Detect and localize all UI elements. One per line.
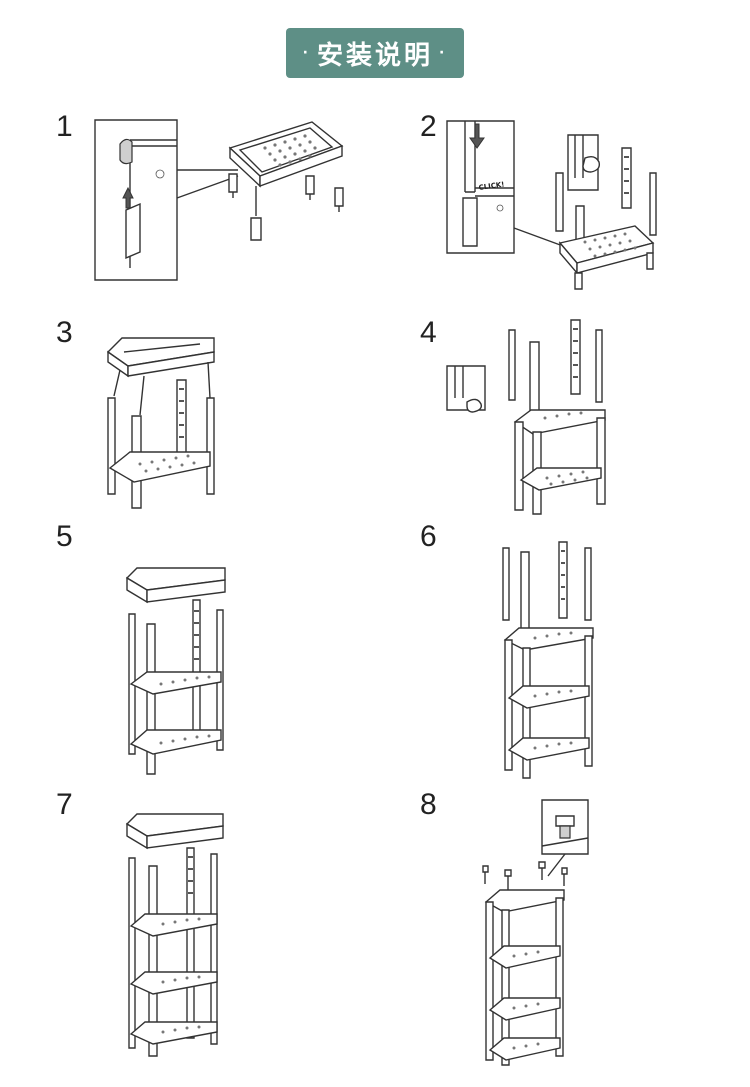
title-dot-right: · — [439, 45, 448, 61]
pole — [509, 330, 515, 400]
foot-socket — [120, 139, 132, 163]
pole — [571, 320, 580, 394]
page-title-text: 安装说明 — [316, 40, 433, 71]
pole — [596, 330, 602, 402]
step-number-7: 7 — [56, 788, 73, 821]
step-number-1: 1 — [56, 110, 73, 143]
screw-icon — [556, 816, 574, 826]
pole — [622, 148, 631, 208]
foot — [229, 174, 237, 192]
step-6-illustration — [495, 540, 600, 785]
pole — [149, 866, 157, 1056]
shelf-bottom — [131, 730, 221, 754]
title-dot-left: · — [302, 45, 311, 61]
step-number-8: 8 — [420, 788, 437, 821]
screw-icon — [483, 862, 567, 890]
page-title: · 安装说明 · — [286, 28, 464, 78]
pole — [530, 342, 539, 416]
shelf-unit — [505, 628, 593, 778]
hand-pointer-icon — [467, 399, 481, 412]
shelf-top — [108, 338, 214, 376]
step-1-illustration — [90, 118, 360, 286]
arrow-up-icon — [123, 188, 133, 208]
pole — [650, 173, 656, 235]
pole — [585, 548, 591, 620]
leg-part — [463, 198, 477, 246]
pole — [559, 542, 567, 618]
detail-callout — [95, 120, 177, 280]
pole — [108, 398, 115, 494]
step-number-6: 6 — [420, 520, 437, 553]
pole — [211, 854, 217, 1044]
foot — [306, 176, 314, 194]
shelf-middle — [131, 972, 217, 994]
step-8-illustration — [478, 798, 598, 1068]
pole — [147, 624, 155, 774]
shelf-middle — [131, 672, 221, 694]
step-number-2: 2 — [420, 110, 437, 143]
arrow-down-icon — [470, 124, 484, 148]
shelf — [230, 122, 342, 186]
shelf — [560, 226, 653, 273]
pole — [187, 848, 194, 1038]
pole — [556, 173, 563, 231]
shelf-top — [127, 814, 223, 848]
pole — [207, 398, 214, 494]
pole — [129, 858, 135, 1048]
pole — [193, 600, 200, 740]
shelf-middle — [131, 914, 217, 936]
shelf-bottom — [131, 1022, 217, 1044]
shelf-top — [127, 568, 225, 602]
step-4-illustration — [445, 318, 610, 518]
step-number-5: 5 — [56, 520, 73, 553]
shelf-unit — [515, 410, 605, 514]
pole — [503, 548, 509, 620]
pole — [521, 552, 529, 632]
step-2-illustration: CLICK! — [445, 118, 670, 298]
click-label: CLICK! — [478, 180, 505, 192]
shelf-unit-complete — [486, 890, 564, 1065]
step-5-illustration — [123, 560, 228, 780]
foot — [335, 188, 343, 206]
foot-part — [126, 204, 140, 258]
step-3-illustration — [100, 330, 220, 515]
step-7-illustration — [123, 808, 228, 1063]
shelf-bottom — [110, 452, 210, 482]
detail-callout — [447, 366, 485, 410]
step-number-4: 4 — [420, 316, 437, 349]
foot — [251, 218, 261, 240]
hand-pointer-icon — [583, 157, 599, 172]
step-number-3: 3 — [56, 316, 73, 349]
